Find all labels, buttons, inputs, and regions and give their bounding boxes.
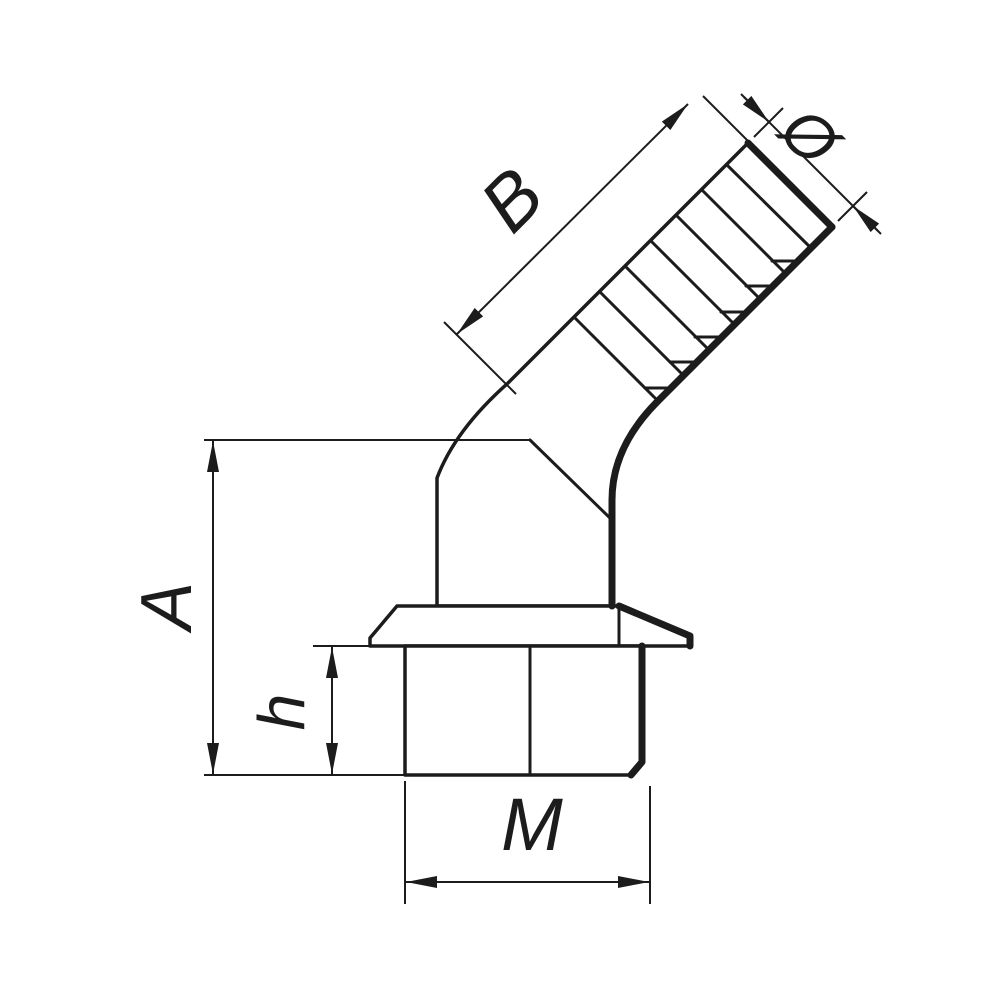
dimension-phi xyxy=(740,93,882,235)
dim-b-line xyxy=(456,103,689,335)
dim-phi-arrow-upper xyxy=(742,95,770,123)
dim-label-b: B xyxy=(464,152,560,248)
dim-label-m: M xyxy=(501,783,563,866)
elbow-bend-contour-line xyxy=(528,438,614,522)
dimension-b xyxy=(443,95,754,395)
dim-label-h: h xyxy=(244,694,318,731)
dimensions xyxy=(204,93,882,904)
dimension-h xyxy=(313,645,371,774)
dimension-a xyxy=(204,439,530,776)
dim-label-phi: Ø xyxy=(765,92,855,182)
threaded-section xyxy=(403,644,644,777)
dim-b-ext-lower xyxy=(443,321,517,395)
dimension-m xyxy=(404,781,651,904)
dim-label-a: A xyxy=(127,582,207,634)
fitting-body xyxy=(368,139,836,779)
dim-phi-arrow-lower xyxy=(852,205,880,233)
shadow-edges xyxy=(608,139,836,779)
dim-b-ext-upper xyxy=(702,95,754,147)
